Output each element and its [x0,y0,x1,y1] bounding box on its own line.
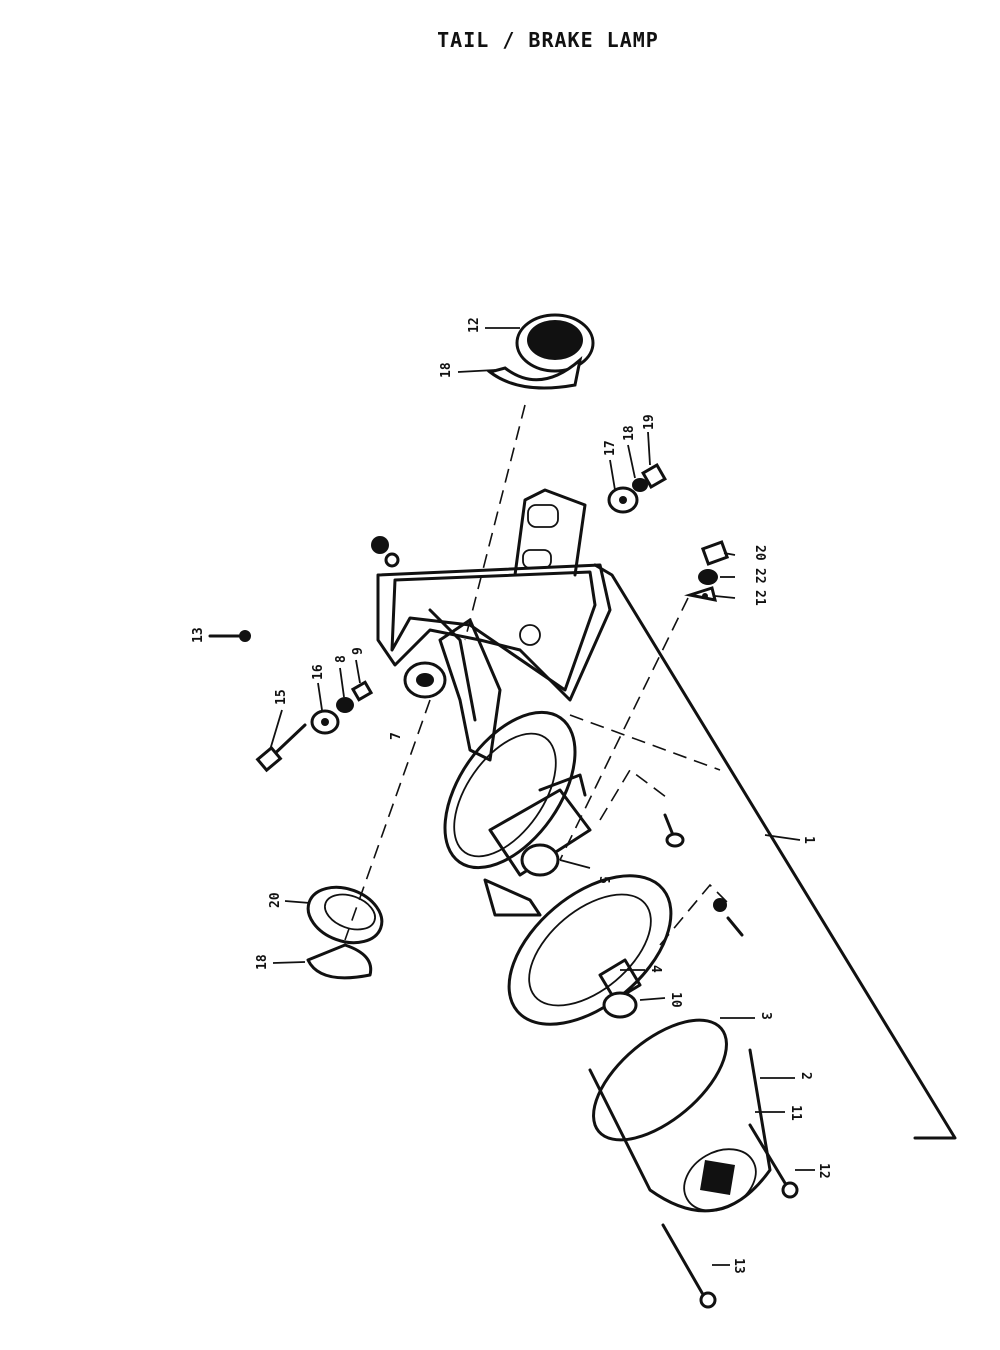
callout-4: 4 [648,965,663,973]
part-4-bulb [598,958,642,1019]
callout-labels: 12 18 17 18 19 20 22 21 13 16 8 9 15 7 5… [191,317,831,1273]
dashed-leader-lines [344,404,731,946]
diagram-title: TAIL / BRAKE LAMP [437,28,659,52]
part-17-18-19-nut-stack [607,463,667,514]
part-20-21-22-nut-stack [684,540,730,602]
part-12-13-screws-lower [661,1123,799,1309]
part-15-bolt-assembly [255,680,374,773]
part-screw-mid [663,813,744,937]
callout-13-left: 13 [191,627,206,643]
callout-1: 1 [801,836,816,844]
part-1-bracket-line [593,563,957,1140]
callout-12-top: 12 [467,317,482,333]
part-20-18-lower-lens [306,885,384,980]
callout-18-top: 18 [439,362,454,378]
part-5-socket [483,773,592,917]
callout-21: 21 [752,590,767,606]
callout-7: 7 [389,732,404,740]
part-housing-flange [507,874,673,1026]
callout-19: 19 [642,414,657,430]
callout-15: 15 [274,689,289,705]
callout-16: 16 [311,664,326,680]
callout-9: 9 [351,647,366,655]
part-reflector-plate [443,710,577,870]
callout-5: 5 [596,876,611,884]
callout-18-nut: 18 [622,425,637,441]
callout-17: 17 [603,440,618,456]
part-mounting-plate [371,488,612,702]
callout-13-lower: 13 [731,1258,746,1274]
callout-12-lower: 12 [816,1163,831,1179]
callout-11: 11 [788,1105,803,1121]
callout-20-top: 20 [752,545,767,561]
part-13-screw-left [208,630,251,642]
callout-18-lower: 18 [255,954,270,970]
part-12-lens-cap [486,313,595,390]
callout-20-lower: 20 [268,892,283,908]
part-2-lens [588,1018,772,1213]
callout-22: 22 [752,568,767,584]
callout-leaders [269,327,815,1266]
callout-2: 2 [798,1072,813,1080]
callout-8: 8 [334,655,349,663]
callout-3: 3 [758,1012,773,1020]
part-7-grommet [403,661,447,699]
callout-10: 10 [668,992,683,1008]
